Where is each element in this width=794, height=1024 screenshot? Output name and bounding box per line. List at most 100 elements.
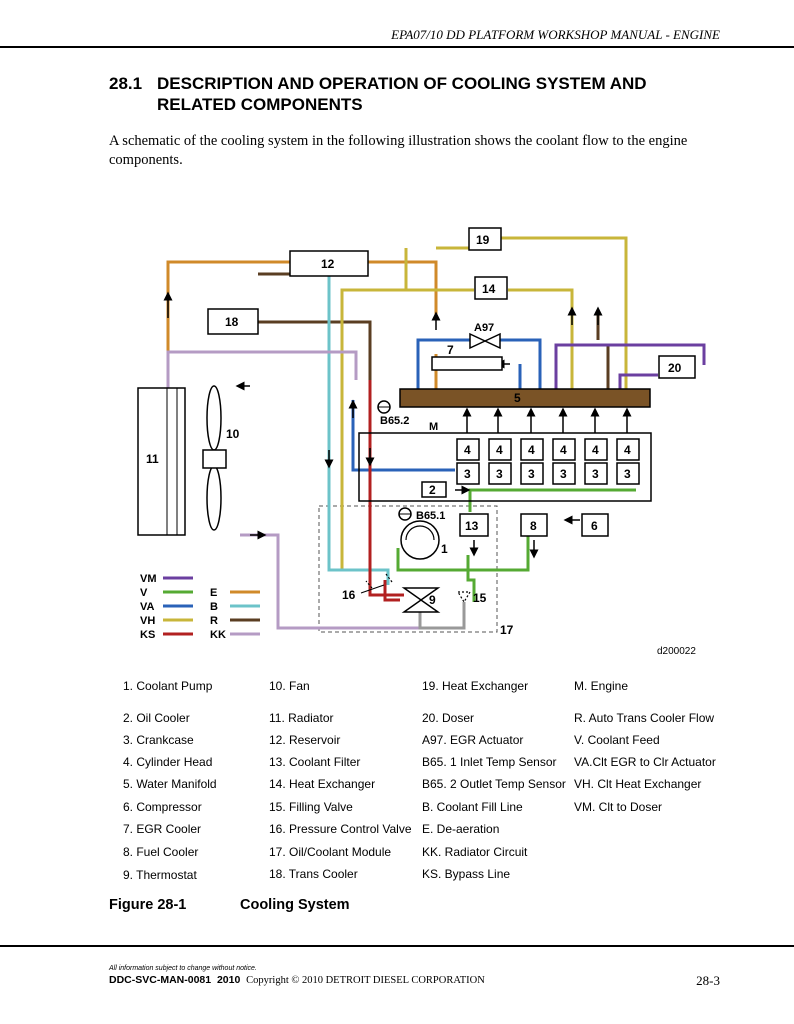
- legend-item: 8. Fuel Cooler: [123, 845, 199, 859]
- reservoir-12: [289, 250, 369, 277]
- line-v-filling: [466, 555, 476, 602]
- label-2: 2: [429, 483, 436, 497]
- line-v-feed: [396, 532, 530, 572]
- label-3: 3: [496, 467, 503, 481]
- thermostat-9-bottom: [401, 599, 441, 613]
- label-7: 7: [447, 343, 454, 357]
- cylinder-head-row: 4 4 4 4 4 4: [456, 438, 640, 461]
- label-4: 4: [528, 443, 535, 457]
- header-rule: [0, 46, 794, 48]
- fan-blade-top: [206, 385, 222, 451]
- pressure-valve-16: [365, 573, 393, 589]
- legend-item: 9. Thermostat: [123, 868, 197, 882]
- manual-header-title: EPA07/10 DD PLATFORM WORKSHOP MANUAL - E…: [391, 27, 720, 42]
- legend-item: VM. Clt to Doser: [574, 800, 663, 814]
- legend-code-ks: KS: [140, 629, 155, 641]
- footer-doc-number: DDC-SVC-MAN-0081: [109, 974, 212, 986]
- label-18: 18: [225, 315, 239, 329]
- legend-item: B65. 1 Inlet Temp Sensor: [422, 755, 557, 769]
- crankcase-3: [520, 462, 544, 485]
- fan-hub: [202, 449, 227, 469]
- cylinder-head-4: [584, 438, 608, 461]
- footer-notice: All information subject to change withou…: [109, 965, 257, 972]
- legend-item: 18. Trans Cooler: [269, 867, 358, 881]
- footer-rule: [0, 945, 794, 947]
- oil-cooler-2: [421, 481, 447, 498]
- filling-valve-15: [456, 591, 472, 604]
- label-10: 10: [226, 427, 240, 441]
- legend-item: 16. Pressure Control Valve: [269, 822, 412, 836]
- line-va-return: [351, 400, 455, 472]
- legend-item: 13. Coolant Filter: [269, 755, 361, 769]
- crankcase-3: [456, 462, 480, 485]
- thermostat-9-top: [401, 587, 441, 601]
- crankcase-3: [488, 462, 512, 485]
- label-3: 3: [560, 467, 567, 481]
- line-ks-2: [383, 580, 400, 602]
- fuel-cooler-8: [520, 513, 548, 537]
- legend-item: 6. Compressor: [123, 800, 202, 814]
- legend-item: A97. EGR Actuator: [422, 733, 524, 747]
- legend-code-va: VA: [140, 601, 155, 613]
- engine-m: [358, 432, 652, 502]
- drawing-id: d200022: [657, 646, 696, 657]
- legend-code-v: V: [140, 587, 148, 599]
- line-va: [416, 338, 542, 400]
- label-5: 5: [514, 391, 521, 405]
- legend-item: B65. 2 Outlet Temp Sensor: [422, 777, 566, 791]
- cylinder-head-4: [488, 438, 512, 461]
- legend-item: 10. Fan: [269, 679, 310, 693]
- line-color-legend: VM V VA VH KS E B R KK: [140, 573, 260, 641]
- legend-item: VA.Clt EGR to Clr Actuator: [574, 755, 716, 769]
- label-1: 1: [441, 542, 448, 556]
- legend-code-r: R: [210, 615, 218, 627]
- label-4: 4: [464, 443, 471, 457]
- legend-item: 5. Water Manifold: [123, 777, 217, 791]
- legend-item: 1. Coolant Pump: [123, 679, 213, 693]
- label-14: 14: [482, 282, 496, 296]
- legend-item: 19. Heat Exchanger: [422, 679, 529, 693]
- egr-actuator-a97: [469, 332, 501, 350]
- label-b651: B65.1: [416, 510, 445, 522]
- label-4: 4: [496, 443, 503, 457]
- figure-caption: Cooling System: [240, 897, 350, 913]
- legend-code-e: E: [210, 587, 217, 599]
- label-b652: B65.2: [380, 415, 409, 427]
- crankcase-3: [552, 462, 576, 485]
- legend-item: 12. Reservoir: [269, 733, 341, 747]
- legend-item: B. Coolant Fill Line: [422, 800, 523, 814]
- compressor-6: [581, 513, 609, 537]
- legend-item: 2. Oil Cooler: [123, 711, 190, 725]
- line-kk-top: [166, 350, 358, 392]
- line-vm: [554, 343, 706, 400]
- legend-code-b: B: [210, 601, 218, 613]
- legend-item: KK. Radiator Circuit: [422, 845, 528, 859]
- legend-item: 17. Oil/Coolant Module: [269, 845, 392, 859]
- legend-code-vh: VH: [140, 615, 155, 627]
- page-number: 28-3: [696, 973, 720, 988]
- label-16: 16: [342, 588, 356, 602]
- legend-item: 15. Filling Valve: [269, 800, 353, 814]
- footer-copyright: Copyright © 2010 DETROIT DIESEL CORPORAT…: [246, 975, 485, 986]
- footer-year: 2010: [216, 974, 241, 986]
- legend-code-vm: VM: [140, 573, 157, 585]
- line-e-reservoir: [368, 260, 438, 320]
- legend-item: 11. Radiator: [269, 711, 334, 725]
- legend-item: 14. Heat Exchanger: [269, 777, 376, 791]
- coolant-pump-1: [400, 520, 440, 560]
- trans-cooler-18: [207, 308, 259, 335]
- legend-item: E. De-aeration: [422, 822, 500, 836]
- label-6: 6: [591, 519, 598, 533]
- label-15: 15: [473, 591, 487, 605]
- label-3: 3: [464, 467, 471, 481]
- heat-exchanger-19: [468, 227, 502, 251]
- heat-exchanger-14: [474, 276, 508, 300]
- section-number: 28.1: [109, 74, 143, 93]
- label-11: 11: [146, 452, 159, 466]
- legend-code-kk: KK: [210, 629, 226, 641]
- label-9: 9: [429, 593, 436, 607]
- doser-20: [658, 355, 696, 379]
- water-manifold-5: [399, 388, 651, 408]
- label-4: 4: [624, 443, 631, 457]
- legend-item: V. Coolant Feed: [574, 733, 660, 747]
